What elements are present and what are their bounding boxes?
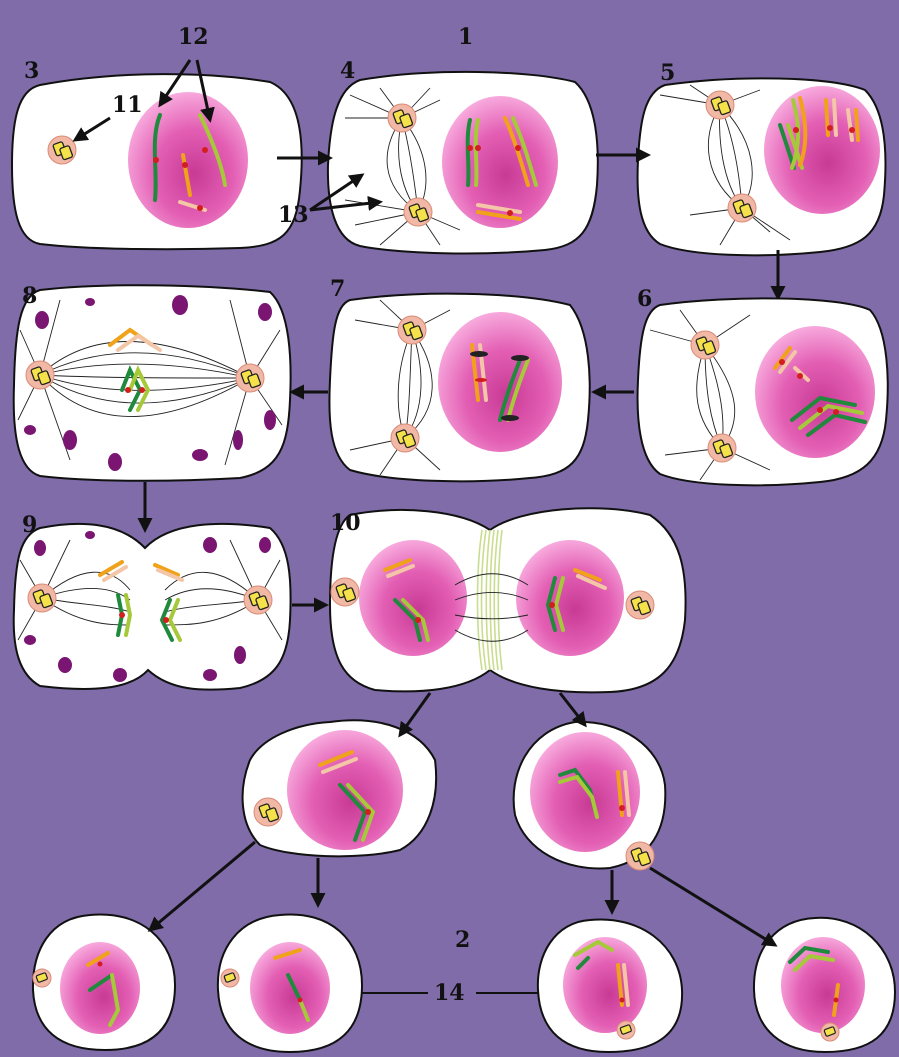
label-8: 8 bbox=[22, 283, 37, 309]
cell-6-prophase bbox=[638, 298, 888, 485]
centriole-icon bbox=[706, 91, 734, 119]
centriole-icon bbox=[388, 104, 416, 132]
centriole-icon bbox=[728, 194, 756, 222]
cell-4-prophase bbox=[310, 72, 598, 254]
label-13: 13 bbox=[278, 202, 309, 228]
centriole-icon bbox=[33, 969, 51, 987]
centriole-icon bbox=[236, 364, 264, 392]
label-11: 11 bbox=[112, 92, 143, 118]
centriole-icon bbox=[331, 578, 359, 606]
centriole-icon bbox=[404, 198, 432, 226]
centriole-icon bbox=[708, 434, 736, 462]
cell-3-interphase bbox=[12, 60, 302, 249]
centriole-icon bbox=[28, 584, 56, 612]
daughter-cell-right bbox=[514, 722, 666, 870]
cell-5-prophase bbox=[638, 78, 886, 255]
centriole-icon bbox=[617, 1021, 635, 1039]
label-4: 4 bbox=[340, 58, 355, 84]
label-6: 6 bbox=[637, 286, 652, 312]
arrow-10-to-right bbox=[560, 693, 585, 725]
label-10: 10 bbox=[330, 510, 361, 536]
gamete-4 bbox=[754, 918, 895, 1052]
centriole-icon bbox=[244, 586, 272, 614]
gamete-3 bbox=[538, 919, 682, 1052]
arrow-10-to-left bbox=[400, 693, 430, 735]
gamete-1 bbox=[33, 914, 175, 1050]
cell-7-prophase bbox=[329, 294, 589, 482]
arrow-to-gamete-4 bbox=[650, 868, 775, 945]
arrow-to-gamete-1 bbox=[150, 842, 255, 930]
label-1: 1 bbox=[458, 24, 473, 50]
label-9: 9 bbox=[22, 512, 37, 538]
centriole-icon bbox=[254, 798, 282, 826]
label-12: 12 bbox=[178, 24, 209, 50]
label-14: 14 bbox=[434, 980, 465, 1006]
centriole-icon bbox=[221, 969, 239, 987]
centriole-icon bbox=[821, 1023, 839, 1041]
label-3: 3 bbox=[24, 58, 39, 84]
centriole-icon bbox=[626, 842, 654, 870]
centriole-icon bbox=[398, 316, 426, 344]
daughter-cell-left bbox=[243, 720, 437, 856]
label-7: 7 bbox=[330, 276, 345, 302]
cell-9-anaphase bbox=[14, 524, 291, 690]
label-2: 2 bbox=[455, 927, 470, 953]
gamete-2 bbox=[218, 914, 362, 1052]
cell-10-telophase bbox=[330, 508, 686, 692]
centriole-icon bbox=[626, 591, 654, 619]
centriole-icon bbox=[391, 424, 419, 452]
centriole-icon bbox=[48, 136, 76, 164]
label-5: 5 bbox=[660, 60, 675, 86]
centriole-icon bbox=[691, 331, 719, 359]
centriole-icon bbox=[26, 361, 54, 389]
cell-8-metaphase bbox=[14, 285, 291, 481]
